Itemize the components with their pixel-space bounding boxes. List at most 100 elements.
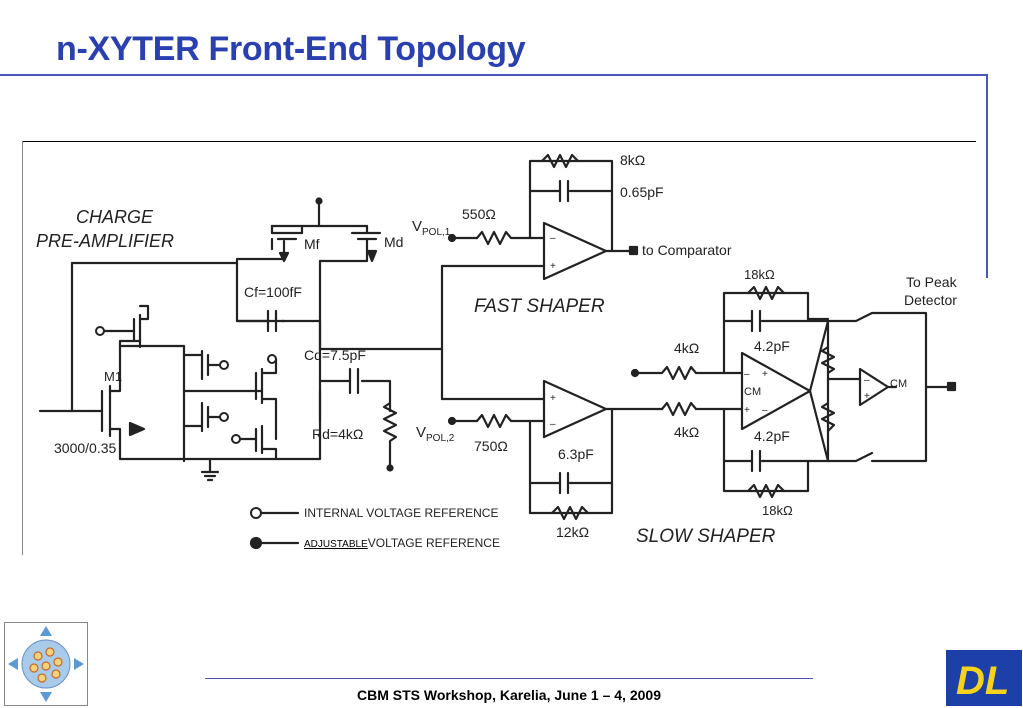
slow-fb-res [550,505,590,521]
cm-buffer-label: CM [890,378,907,390]
vpol1-v: V [412,218,422,235]
m1-size-label: 3000/0.35 [54,440,116,456]
mf-source [235,237,286,323]
cm-buffer-plus: + [864,391,870,402]
mirror-t1-wire [182,353,222,367]
md-wire [318,224,369,263]
rd-bottom-node [386,464,394,472]
vpol1-label: VPOL,1 [412,218,451,238]
ref-circle-t2 [219,412,229,422]
cf-label: Cf=100fF [244,284,302,300]
logo-dl-background [946,650,1022,706]
legend-voltage-ref: VOLTAGE REFERENCE [368,536,500,550]
vpol2-v: V [416,424,426,441]
peak-label-1: To Peak [906,274,958,290]
mf-md-rail [270,201,369,228]
diff-plus-top: + [762,369,768,380]
mf-drain [270,224,304,235]
title-underline [0,74,988,76]
dl-logo: DL [946,650,1022,706]
c-fb-top-label: 4.2pF [754,338,790,354]
preamp-label-1: CHARGE [76,207,154,227]
diff-fb-top-res [746,285,786,301]
legend-adjustable-word: ADJUSTABLE [304,539,368,550]
footer-rule [205,678,813,679]
slow-amp [542,379,608,439]
md-label: Md [384,234,403,250]
m1-label: M1 [104,369,122,384]
cm-divider-top [820,345,836,375]
vpol2-label: VPOL,2 [416,424,455,444]
slow-plus: + [550,393,556,404]
cm-network [826,311,874,463]
ref-circle-t4 [267,354,277,364]
r-diff-top-label: 4kΩ [674,340,699,356]
diff-fb-bot [722,407,830,493]
m1-source [108,389,322,461]
cm-buffer-minus: – [864,375,870,386]
mf-arrow [278,251,290,263]
preamp-label-2: PRE-AMPLIFIER [36,231,174,251]
fast-fb-res [540,153,580,169]
bias-pmos-top [138,304,150,321]
diff-bot-wire [660,401,744,417]
diff-fb-bot-res [746,483,786,499]
cm-divider-bot [820,401,836,433]
m1-source-arrow [128,421,146,437]
to-comparator-label: to Comparator [642,242,732,258]
slow-fb-rail [528,407,614,515]
slow-r-in [475,413,546,429]
right-t1-wire [260,357,278,441]
peak-out-wire [870,311,952,463]
diff-plus-bot: + [744,405,750,416]
legend-filled-circle [249,536,263,550]
fast-minus: – [550,233,556,244]
r-diff-bot-label: 4kΩ [674,424,699,440]
ref-circle-m1 [95,326,105,336]
diff-out-bot [808,389,830,463]
r-fb-top-label: 18kΩ [744,267,775,282]
slow-minus: – [550,419,556,430]
vpol1-sub: POL,1 [422,227,451,238]
cd-wire [318,379,392,413]
r-fast-fb-label: 8kΩ [620,152,645,168]
mirror-left-wire [118,344,186,463]
page-title: n-XYTER Front-End Topology [56,30,526,68]
logo-particles [29,647,63,683]
ref-circle-t3 [231,434,241,444]
cm-amp-label: CM [744,386,761,398]
diff-fb-top [722,291,830,375]
c-fast-fb-label: 0.65pF [620,184,664,200]
rd-label: Rd=4kΩ [312,426,363,442]
peak-label-2: Detector [904,292,957,308]
c-slow-fb-label: 6.3pF [558,446,594,462]
fast-vpol-node [447,233,457,243]
diff-amp [740,351,812,431]
vpol2-sub: POL,2 [426,433,455,444]
cm-buffer [858,367,890,407]
fast-shaper-label: FAST SHAPER [474,296,605,317]
r-slow-in-label: 750Ω [474,438,508,454]
diff-minus-top: – [744,369,750,380]
legend-internal-label: INTERNAL VOLTAGE REFERENCE [304,506,498,520]
mf-label: Mf [304,236,320,252]
logo-arrows [8,626,84,702]
c-fb-bot-label: 4.2pF [754,428,790,444]
m1-drain [108,339,142,393]
md-arrow [366,249,378,263]
mirror-t2-wire [182,415,222,428]
peak-out-pin [946,381,957,392]
fast-amp [542,221,608,281]
r-slow-fb-label: 12kΩ [556,524,589,540]
footer-text: CBM STS Workshop, Karelia, June 1 – 4, 2… [357,687,661,703]
slow-shaper-label: SLOW SHAPER [636,526,776,547]
vdd-node [315,197,323,205]
workshop-logo [4,622,88,706]
fast-r-in [475,230,546,246]
diff-minus-bot: – [762,405,768,416]
ground-symbol [200,470,220,482]
fast-plus: + [550,261,556,272]
preamp-feedback-rail [70,261,239,413]
fast-fb-rail [528,159,614,253]
ref-circle-t1 [219,360,229,370]
